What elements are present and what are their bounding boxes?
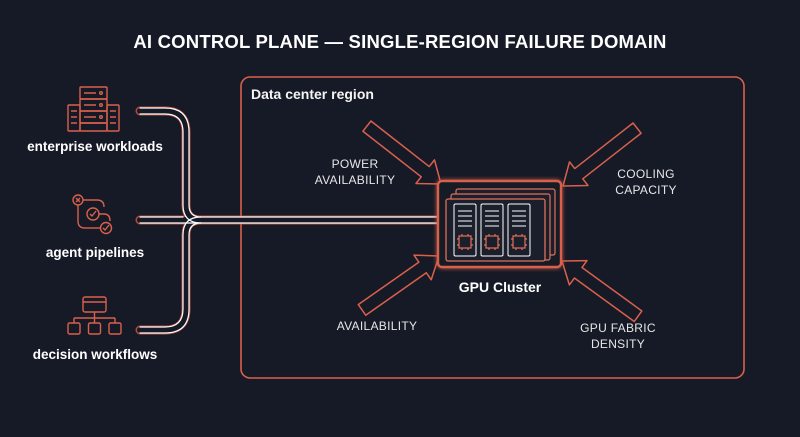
source-label-decision: decision workflows [32, 347, 158, 362]
arrow-cooling [562, 122, 642, 187]
factor-fabric: GPU FABRIC DENSITY [580, 321, 656, 351]
factor-cooling: COOLING CAPACITY [615, 167, 677, 197]
factor-availability: AVAILABILITY [336, 319, 418, 333]
flow-connectors [135, 106, 447, 335]
arrow-fabric [561, 259, 643, 323]
hierarchy-tree-icon [67, 296, 122, 335]
arrow-power [362, 120, 442, 185]
source-label-enterprise: enterprise workloads [27, 139, 163, 154]
arrow-availability [357, 254, 440, 316]
server-rack-icon [67, 86, 120, 132]
source-label-agent: agent pipelines [45, 245, 145, 260]
region-boundary [240, 76, 745, 379]
cluster-label: GPU Cluster [458, 279, 542, 295]
region-label: Data center region [251, 86, 374, 102]
gpu-server-icon [436, 179, 563, 269]
pipeline-flow-icon [72, 194, 113, 235]
connector-decision [135, 215, 206, 335]
pressure-arrows [357, 120, 643, 323]
factor-power: POWER AVAILABILITY [314, 157, 396, 187]
diagram-title: AI CONTROL PLANE — SINGLE-REGION FAILURE… [133, 31, 667, 52]
